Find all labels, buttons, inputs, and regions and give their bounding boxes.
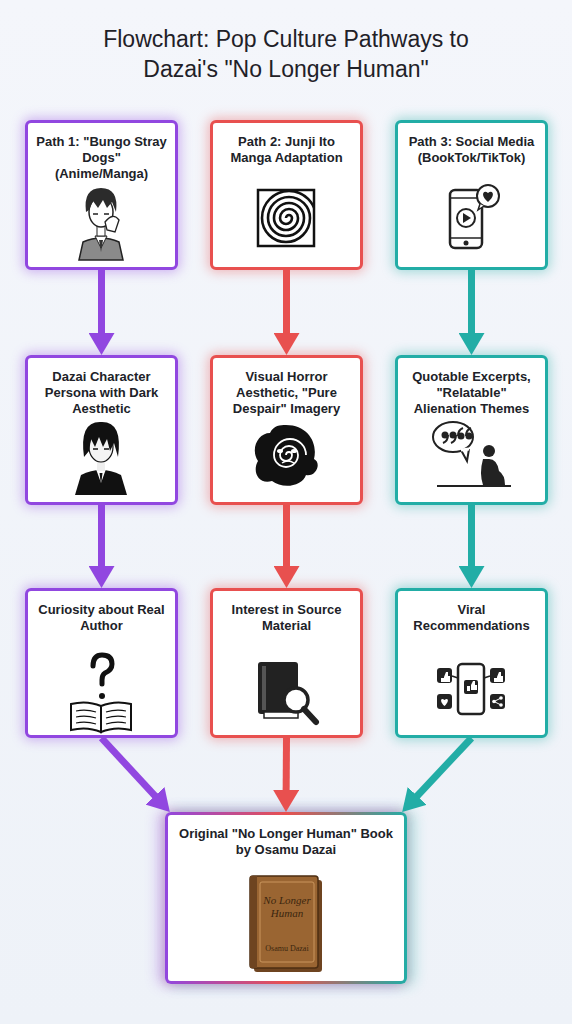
book-illustration (250, 876, 322, 972)
node-label: Path 3: Social Media (BookTok/TikTok) (405, 134, 538, 166)
question-book-icon (71, 655, 131, 732)
anime-character-icon (79, 188, 123, 260)
flow-arrow (468, 270, 475, 343)
process-box: Path 2: Junji Ito Manga Adaptation (210, 120, 363, 270)
process-box: Quotable Excerpts, "Relatable" Alienatio… (395, 355, 548, 505)
phone-icon (450, 185, 499, 248)
flow-arrow (283, 738, 290, 800)
flow-arrow (102, 738, 162, 803)
book-magnifier-icon (258, 662, 316, 722)
despair-swirl-icon (255, 425, 318, 486)
book-cover-text: No Longer Human (258, 894, 316, 920)
process-box: Path 1: "Bungo Stray Dogs" (Anime/Manga) (25, 120, 178, 270)
process-box: Interest in Source Material (210, 588, 363, 738)
flow-arrow (283, 505, 290, 576)
process-box: Viral Recommendations (395, 588, 548, 738)
node-label: Dazai Character Persona with Dark Aesthe… (35, 369, 168, 417)
book-cover-text: Osamu Dazai (258, 944, 316, 954)
node-label: Viral Recommendations (405, 602, 538, 634)
flow-arrow (98, 505, 105, 576)
flow-arrow (98, 270, 105, 343)
alienation-figure-icon (433, 422, 511, 486)
node-label: Path 2: Junji Ito Manga Adaptation (220, 134, 353, 166)
node-label: Visual Horror Aesthetic, "Pure Despair" … (220, 369, 353, 417)
spiral-icon (258, 190, 316, 246)
node-label: Interest in Source Material (220, 602, 353, 634)
viral-phone-icon (437, 664, 505, 714)
flow-arrow (283, 270, 290, 343)
node-label: Quotable Excerpts, "Relatable" Alienatio… (405, 369, 538, 417)
process-box: Visual Horror Aesthetic, "Pure Despair" … (210, 355, 363, 505)
process-box: Dazai Character Persona with Dark Aesthe… (25, 355, 178, 505)
flow-arrow (468, 505, 475, 576)
process-box: Curiosity about Real Author (25, 588, 178, 738)
process-box: Path 3: Social Media (BookTok/TikTok) (395, 120, 548, 270)
node-label: Curiosity about Real Author (35, 602, 168, 634)
dark-character-icon (75, 422, 127, 495)
diagram-title: Flowchart: Pop Culture Pathways to Dazai… (86, 24, 486, 84)
flow-arrow (410, 738, 471, 803)
result-box: Original "No Longer Human" Book by Osamu… (165, 812, 407, 984)
node-label: Original "No Longer Human" Book by Osamu… (175, 826, 397, 858)
node-label: Path 1: "Bungo Stray Dogs" (Anime/Manga) (35, 134, 168, 182)
